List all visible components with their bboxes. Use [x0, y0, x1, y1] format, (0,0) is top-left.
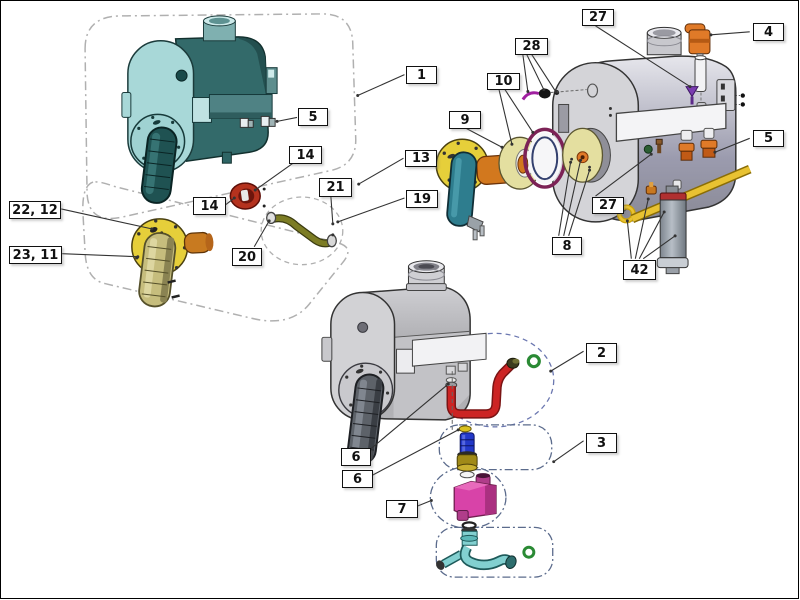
hose-port-b	[457, 362, 468, 372]
bolt-small	[655, 138, 663, 145]
manifold-fittings	[643, 127, 718, 190]
fitting-c	[260, 115, 270, 127]
flange-mark	[152, 120, 161, 125]
fuel-standpipe-assembly	[616, 165, 752, 275]
fitting-a	[239, 117, 249, 128]
oring-white	[459, 470, 475, 479]
canister-nut	[665, 185, 679, 194]
heater-assembly-exploded	[435, 23, 752, 275]
oring-set	[523, 127, 567, 189]
orange-fitting-a	[678, 142, 695, 152]
manifold-cap-white	[396, 348, 415, 374]
boiler-body-shade	[238, 37, 268, 101]
pipe-clamp	[326, 234, 337, 248]
heat-exchanger-teal	[140, 126, 178, 204]
heat-exchanger-khaki	[138, 232, 177, 308]
valve-small	[645, 185, 657, 195]
face-hole	[175, 69, 188, 82]
elbow-bracket	[466, 215, 484, 233]
burner-stub-orange	[183, 231, 214, 254]
side-tab-left	[121, 92, 132, 118]
collar-bore	[208, 17, 230, 25]
orange-fitting-b	[700, 139, 718, 149]
manifold-white	[615, 102, 727, 143]
mount-plate	[716, 79, 745, 111]
side-tab-right	[265, 67, 278, 95]
green-oring-a	[526, 354, 541, 369]
group-outline-fuel-pipe	[260, 196, 344, 266]
heater-assembly-teal	[121, 15, 278, 204]
thermostat-fitting	[456, 425, 478, 479]
group-outline-main-heater	[84, 13, 357, 220]
face-dot	[357, 321, 369, 333]
purple-screw	[685, 86, 699, 105]
manifold-white-bottom	[411, 332, 487, 367]
tab-slot	[268, 69, 275, 78]
combustion-gasket	[229, 182, 266, 210]
drain-plug-green	[643, 144, 653, 154]
water-pipe-bottom	[436, 527, 536, 571]
circulation-pump	[453, 473, 497, 530]
burner-flange-group	[131, 218, 214, 308]
washer-yellow	[458, 425, 472, 433]
group-outline-pipe-bottom	[435, 526, 554, 578]
face-tab	[558, 103, 570, 133]
exhaust-elbow-teal	[446, 151, 478, 227]
manifold-cap	[192, 97, 212, 123]
manifold-shadow	[209, 112, 273, 119]
side-tab	[321, 336, 333, 362]
collar-band	[646, 35, 682, 47]
fuel-pipe	[266, 211, 337, 248]
group-outline-exchanger-group	[82, 181, 349, 322]
coolant-hose	[445, 357, 520, 419]
green-oring-b	[522, 545, 536, 559]
canister	[659, 199, 687, 259]
cap-b	[703, 127, 715, 139]
bottom-nub	[221, 151, 232, 164]
fitting-d	[268, 117, 276, 127]
small-bolts	[167, 279, 180, 299]
cap-a	[680, 129, 693, 141]
group-outline-fitting	[438, 424, 553, 471]
face-hole	[586, 83, 599, 98]
flame-disc	[562, 127, 611, 183]
hose-port-a	[445, 365, 456, 375]
fitting-b	[247, 119, 254, 128]
heater-assembly-bottom	[321, 260, 541, 571]
leader-lines	[61, 25, 750, 507]
fasteners-28	[521, 88, 587, 101]
